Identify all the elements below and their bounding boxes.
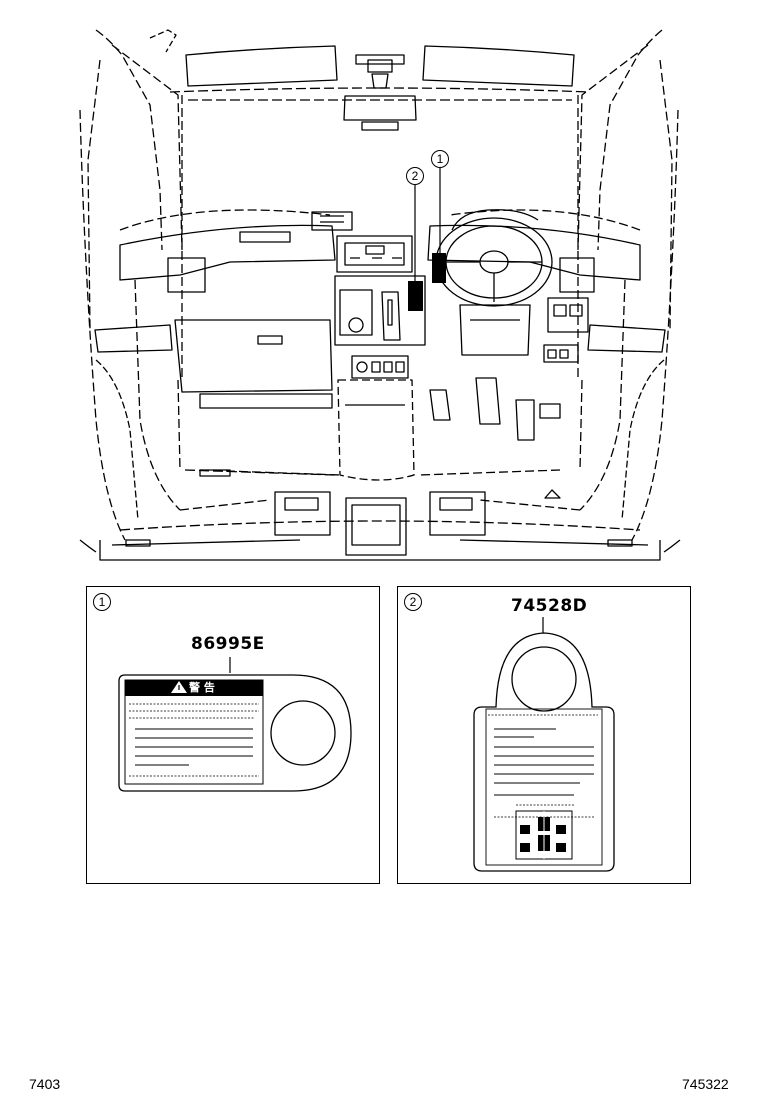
panel-1-index: 1	[93, 593, 111, 611]
detail-panel-1: 1 86995E 警 告	[86, 586, 380, 884]
figure-code-left: 7403	[29, 1076, 61, 1092]
figure-code-right: 745322	[682, 1076, 729, 1092]
callout-1: 1	[431, 150, 449, 168]
detail-panel-2: 2 74528D	[397, 586, 691, 884]
callout-2: 2	[406, 167, 424, 185]
hang-tag-label-drawing	[473, 617, 615, 872]
warning-title: 警 告	[189, 681, 215, 694]
part-number-74528d: 74528D	[511, 596, 588, 616]
panel-2-index: 2	[404, 593, 422, 611]
part-number-86995e: 86995E	[191, 634, 265, 654]
label-2-location	[408, 281, 423, 311]
warning-label-drawing	[118, 657, 352, 792]
vehicle-interior-illustration	[79, 29, 681, 561]
label-1-location	[432, 253, 446, 283]
